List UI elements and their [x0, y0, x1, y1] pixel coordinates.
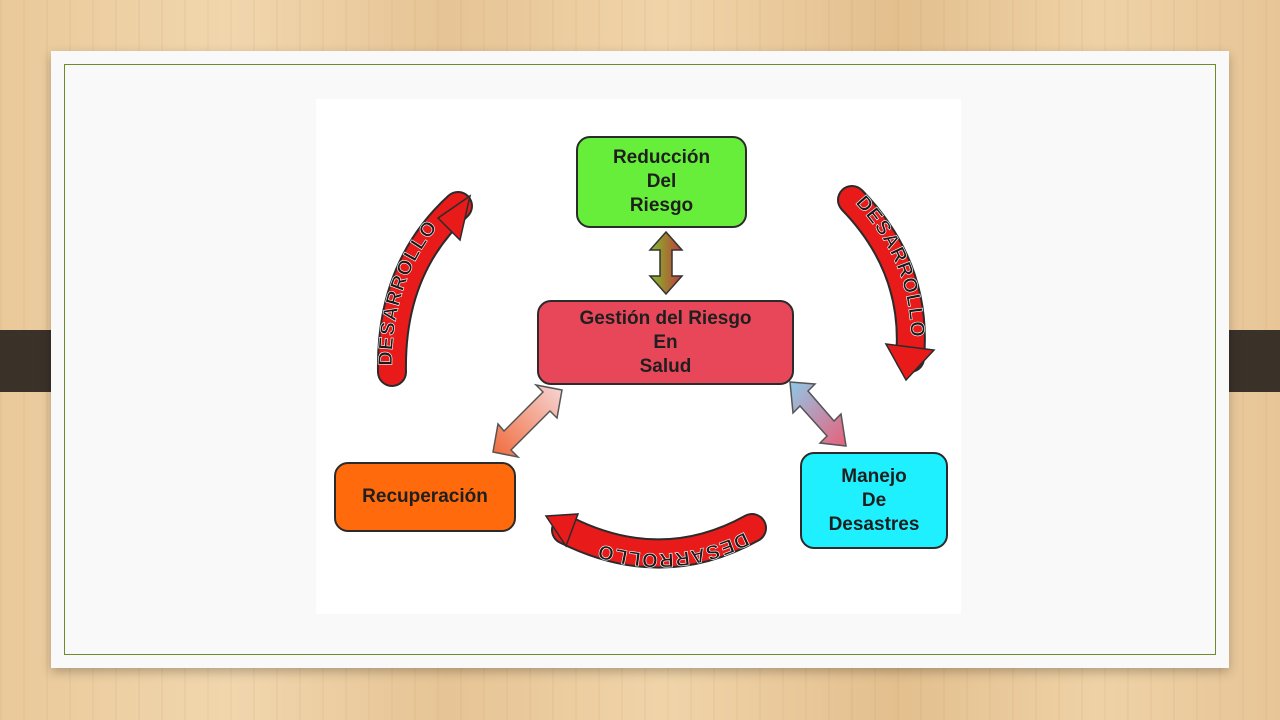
- node-label-line: Riesgo: [629, 195, 694, 216]
- arrow-center-disaster: [789, 381, 847, 447]
- node-label-line: Gestión del Riesgo: [579, 307, 752, 329]
- cycle-arrow-right: [852, 200, 936, 382]
- slide-border: [64, 64, 1216, 655]
- cycle-arrow-bottom: [544, 514, 752, 554]
- node-label-line: Desastres: [828, 513, 920, 535]
- node-label-line: Del: [646, 171, 677, 192]
- node-reduccion-del-riesgo: Reducción Del Riesgo: [576, 136, 747, 228]
- node-manejo-de-desastres: Manejo De Desastres: [800, 452, 948, 549]
- node-gestion-del-riesgo: Gestión del Riesgo En Salud: [537, 300, 794, 385]
- node-label-line: Manejo: [841, 465, 907, 487]
- cycle-arrow-left: [392, 196, 470, 372]
- node-label-line: De: [861, 489, 887, 511]
- node-label-line: Reducción: [612, 147, 711, 168]
- arrow-center-recovery: [492, 383, 563, 459]
- node-recuperacion: Recuperación: [334, 462, 516, 532]
- node-label-line: Recuperación: [362, 486, 488, 507]
- arrow-reduction-center: [648, 230, 684, 296]
- node-label-line: Salud: [639, 355, 692, 377]
- node-label-line: En: [653, 331, 678, 353]
